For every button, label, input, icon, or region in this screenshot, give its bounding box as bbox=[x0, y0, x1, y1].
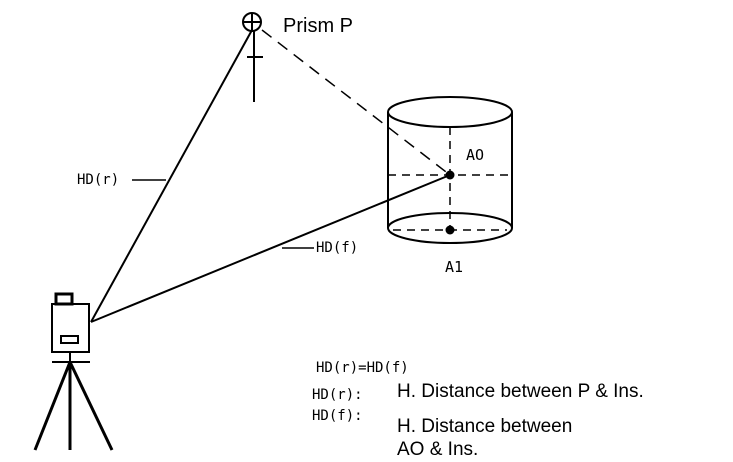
legend-hd-f-desc-line1: H. Distance between bbox=[397, 416, 572, 437]
tripod-icon bbox=[33, 361, 114, 451]
prism-target-icon bbox=[242, 12, 262, 32]
legend-hd-f-desc-line2: AO & Ins. bbox=[397, 439, 478, 460]
legend: HD(r)=HD(f) HD(r): H. Distance between P… bbox=[312, 360, 644, 460]
legend-hd-r-key: HD(r): bbox=[312, 387, 363, 403]
line-hd-r bbox=[90, 29, 253, 323]
a1-label: A1 bbox=[445, 258, 463, 276]
point-a1 bbox=[445, 225, 455, 235]
hd-r-label: HD(r) bbox=[77, 172, 119, 188]
line-prism-to-ao-dashed bbox=[261, 29, 451, 176]
ao-label: AO bbox=[466, 146, 484, 164]
prism-label: Prism P bbox=[283, 15, 353, 37]
total-station-icon bbox=[51, 292, 90, 363]
hd-f-label: HD(f) bbox=[316, 240, 358, 256]
legend-hd-f-key: HD(f): bbox=[312, 408, 363, 424]
prism-pole bbox=[247, 31, 263, 102]
legend-hd-r-desc: H. Distance between P & Ins. bbox=[397, 381, 644, 402]
legend-equation: HD(r)=HD(f) bbox=[316, 360, 409, 376]
line-hd-f bbox=[90, 174, 451, 323]
